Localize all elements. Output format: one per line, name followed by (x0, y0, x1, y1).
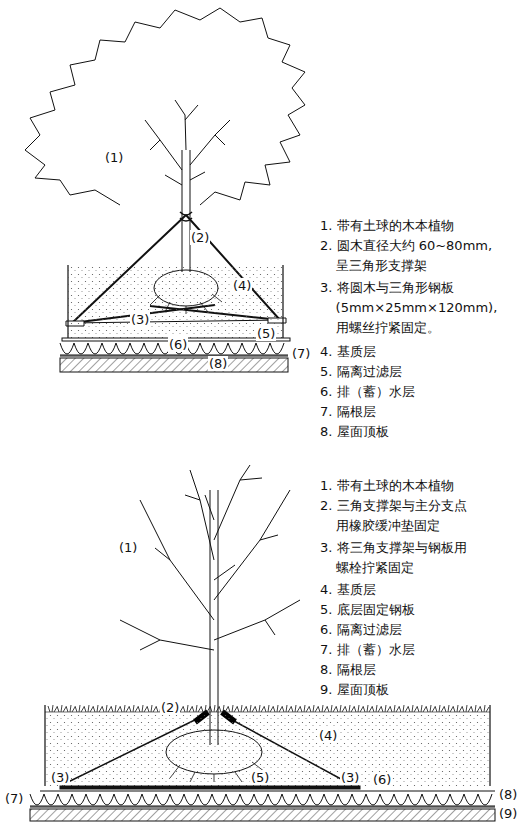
callout-number: (7) (291, 346, 311, 361)
legend-text: 7. 排（蓄）水层 (320, 640, 522, 660)
callout-number: (4) (318, 728, 338, 743)
legend-text: 6. 排（蓄）水层 (320, 382, 522, 402)
callout-number: (7) (4, 791, 24, 806)
legend-text: 6. 隔离过滤层 (320, 620, 522, 640)
callout-number: (5) (250, 770, 270, 785)
drainage-layer (30, 794, 495, 806)
legend-text: 4. 基质层 (320, 342, 522, 362)
callout-number: (3) (130, 312, 150, 327)
callout-number: (3) (50, 770, 70, 785)
callout-number: (1) (104, 150, 124, 165)
legend-text: 8. 屋面顶板 (320, 422, 522, 442)
legend-text: 3. 将三角支撑架与钢板用 螺栓拧紧固定 (320, 538, 522, 578)
callout-number: (9) (498, 806, 518, 821)
callout-number: (3) (340, 770, 360, 785)
callout-number: (5) (256, 326, 276, 341)
callout-number: (2) (160, 700, 180, 715)
callout-number: (1) (118, 540, 138, 555)
callout-number: (6) (168, 337, 188, 352)
legend-text: 8. 隔根层 (320, 660, 522, 680)
legend-text: 5. 底层固定钢板 (320, 600, 522, 620)
top-container (60, 265, 290, 372)
grass (48, 705, 489, 712)
legend-text: 7. 隔根层 (320, 402, 522, 422)
bottom-container (30, 705, 495, 821)
legend-text: 1. 带有土球的木本植物 (320, 476, 522, 496)
legend-text: 4. 基质层 (320, 580, 522, 600)
legend-text: 2. 三角支撑架与主分支点 用橡胶缓冲垫固定 (320, 496, 522, 536)
callout-number: (4) (232, 278, 252, 293)
legend-text: 5. 隔离过滤层 (320, 362, 522, 382)
legend-text: 3. 将圆木与三角形钢板 (5mm×25mm×120mm), 用螺丝拧紧固定。 (320, 278, 522, 338)
callout-number: (8) (208, 356, 228, 371)
legend-text: 9. 屋面顶板 (320, 680, 522, 700)
callout-number: (6) (372, 772, 392, 787)
legend-text: 2. 圆木直径大约 60~80mm, 呈三角形支撑架 (320, 236, 522, 276)
callout-number: (8) (498, 787, 518, 802)
callout-number: (2) (190, 230, 210, 245)
legend-text: 1. 带有土球的木本植物 (320, 216, 522, 236)
